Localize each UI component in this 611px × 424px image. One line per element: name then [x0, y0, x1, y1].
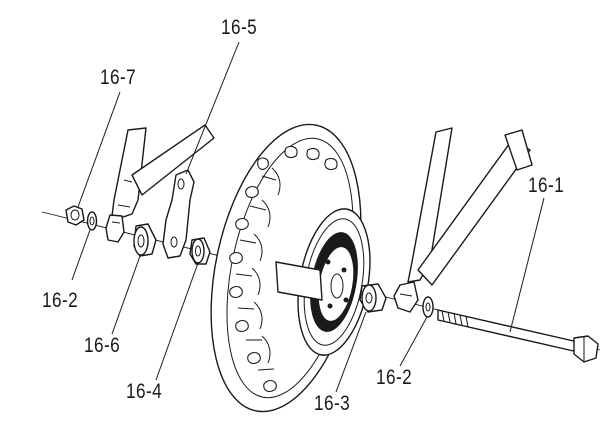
callout-16-4: 16-4 [126, 380, 163, 403]
leader-16-2-right [399, 316, 428, 367]
callout-16-1: 16-1 [528, 174, 565, 197]
axle-bolt-16-1 [437, 309, 599, 363]
washer-16-2-right [422, 296, 434, 318]
leader-16-3 [335, 311, 367, 393]
callout-16-2-left: 16-2 [42, 289, 79, 312]
nut-16-7 [65, 205, 85, 226]
leader-16-7 [77, 91, 121, 208]
washer-16-2-left [86, 211, 98, 231]
callout-16-3: 16-3 [314, 392, 351, 415]
leader-16-5 [185, 41, 240, 175]
leader-16-1 [509, 197, 545, 333]
leader-lines [71, 41, 545, 393]
callout-16-6: 16-6 [84, 334, 121, 357]
leader-16-4 [155, 262, 199, 381]
leader-16-6 [111, 255, 141, 335]
spacer-16-6 [133, 223, 157, 257]
callout-16-5: 16-5 [221, 16, 258, 39]
left-fork-arm [105, 124, 215, 243]
callout-16-2-right: 16-2 [376, 366, 413, 389]
bushing-16-3 [359, 283, 387, 313]
bracket-plate-16-5 [162, 169, 195, 259]
leader-16-2-left [71, 229, 91, 281]
tire-tread-pattern [229, 145, 338, 393]
callout-16-7: 16-7 [100, 66, 137, 89]
right-fork-arm [393, 127, 533, 313]
bushing-16-4 [189, 237, 211, 265]
